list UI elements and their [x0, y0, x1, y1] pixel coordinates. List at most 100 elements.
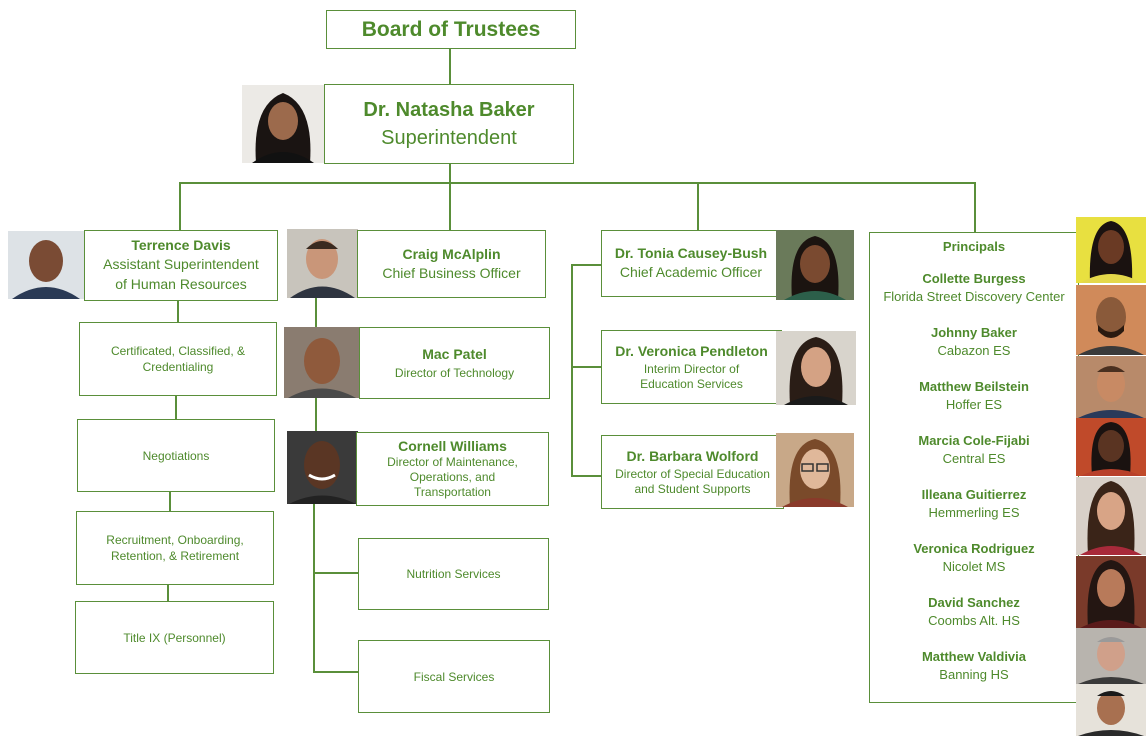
- connector: [175, 395, 177, 419]
- principals-heading: Principals: [942, 239, 1006, 254]
- hr-title-line1: Assistant Superintendent: [103, 256, 259, 272]
- principal-photo: [1076, 684, 1146, 736]
- connector: [177, 301, 179, 323]
- dept-label-line1: Certificated, Classified, &: [110, 344, 246, 358]
- business-dept-nutrition: Nutrition Services: [358, 538, 549, 610]
- principal-school: Nicolet MS: [942, 559, 1006, 574]
- maintenance-title-line2: Operations, and: [409, 470, 496, 484]
- board-label: Board of Trustees: [361, 17, 541, 41]
- principal-school: Hemmerling ES: [928, 505, 1020, 520]
- business-name: Craig McAlplin: [402, 245, 501, 262]
- dept-label-line1: Negotiations: [142, 448, 210, 463]
- connector: [571, 475, 602, 477]
- connector: [169, 491, 171, 511]
- academic-photo: [776, 230, 854, 300]
- education-name: Dr. Veronica Pendleton: [615, 342, 768, 359]
- education-title-line1: Interim Director of: [643, 361, 740, 376]
- principal-item: David Sanchez Coombs Alt. HS: [928, 594, 1020, 648]
- special-title-line2: and Student Supports: [634, 481, 751, 496]
- principals-list: Collette Burgess Florida Street Discover…: [883, 270, 1064, 702]
- superintendent-photo: [242, 85, 324, 163]
- dept-label: Nutrition Services: [406, 567, 501, 581]
- principal-item: Marcia Cole-Fijabi Central ES: [918, 432, 1029, 486]
- hr-dept-credentialing: Certificated, Classified, & Credentialin…: [79, 322, 277, 396]
- dept-label: Fiscal Services: [413, 669, 495, 684]
- dept-label-line1: Title IX (Personnel): [123, 630, 226, 645]
- principal-item: Johnny Baker Cabazon ES: [931, 324, 1017, 378]
- superintendent-name: Dr. Natasha Baker: [363, 99, 535, 121]
- principal-school: Cabazon ES: [937, 343, 1011, 358]
- special-title-line1: Director of Special Education: [615, 466, 770, 481]
- hr-dept-recruitment: Recruitment, Onboarding, Retention, & Re…: [76, 511, 274, 585]
- connector: [313, 504, 315, 672]
- hr-dept-negotiations: Negotiations: [77, 419, 275, 492]
- principal-school: Banning HS: [939, 667, 1009, 682]
- maintenance-photo: [287, 431, 358, 504]
- principals-box: Principals Collette Burgess Florida Stre…: [869, 232, 1079, 703]
- principal-name: Illeana Guitierrez: [921, 487, 1027, 502]
- education-title-line2: Education Services: [640, 376, 743, 391]
- dept-label-line2: Retention, & Retirement: [110, 549, 240, 563]
- principal-school: Hoffer ES: [945, 397, 1003, 412]
- hr-title-line2: of Human Resources: [115, 276, 247, 292]
- hr-box: Terrence Davis Assistant Superintendent …: [84, 230, 278, 301]
- connector: [315, 398, 317, 431]
- principal-school: Florida Street Discovery Center: [883, 289, 1065, 304]
- special-photo: [776, 433, 854, 507]
- connector: [179, 182, 181, 230]
- technology-photo: [284, 327, 360, 398]
- dept-label-line1: Recruitment, Onboarding,: [106, 533, 244, 547]
- principal-item: Collette Burgess Florida Street Discover…: [883, 270, 1064, 324]
- maintenance-name: Cornell Williams: [398, 438, 507, 454]
- hr-dept-title-ix: Title IX (Personnel): [75, 601, 274, 674]
- superintendent-title: Superintendent: [381, 127, 517, 149]
- board-of-trustees-box: Board of Trustees: [326, 10, 576, 49]
- connector: [167, 584, 169, 602]
- principal-photo: [1076, 217, 1146, 283]
- academic-box: Dr. Tonia Causey-Bush Chief Academic Off…: [601, 230, 781, 297]
- principal-name: Veronica Rodriguez: [913, 541, 1035, 556]
- principal-name: Matthew Beilstein: [919, 379, 1029, 394]
- principal-item: Veronica Rodriguez Nicolet MS: [913, 540, 1034, 594]
- maintenance-title-line1: Director of Maintenance,: [387, 455, 518, 469]
- hr-name: Terrence Davis: [131, 237, 231, 253]
- principal-name: Collette Burgess: [922, 271, 1026, 286]
- principal-name: Johnny Baker: [931, 325, 1017, 340]
- principal-name: Matthew Valdivia: [921, 649, 1027, 664]
- connector: [449, 48, 451, 85]
- maintenance-title-line3: Transportation: [414, 485, 491, 499]
- special-box: Dr. Barbara Wolford Director of Special …: [601, 435, 784, 509]
- connector: [179, 182, 975, 184]
- connector: [697, 182, 699, 230]
- connector: [315, 298, 317, 328]
- principal-photo: [1076, 628, 1146, 684]
- academic-title: Chief Academic Officer: [619, 264, 763, 280]
- business-dept-fiscal: Fiscal Services: [358, 640, 550, 713]
- education-photo: [776, 331, 856, 405]
- connector: [449, 182, 451, 230]
- principal-school: Central ES: [942, 451, 1006, 466]
- principal-name: Marcia Cole-Fijabi: [918, 433, 1030, 448]
- hr-photo: [8, 231, 84, 299]
- principal-photo: [1076, 556, 1146, 628]
- connector: [571, 264, 602, 266]
- technology-title: Director of Technology: [394, 365, 515, 380]
- principal-item: Matthew Beilstein Hoffer ES: [919, 378, 1029, 432]
- principal-name: David Sanchez: [928, 595, 1020, 610]
- dept-label-line2: Credentialing: [142, 360, 214, 374]
- principal-item: Matthew Valdivia Banning HS: [922, 648, 1026, 702]
- technology-box: Mac Patel Director of Technology: [359, 327, 550, 399]
- connector: [974, 182, 976, 232]
- connector: [449, 163, 451, 183]
- business-box: Craig McAlplin Chief Business Officer: [357, 230, 546, 298]
- special-name: Dr. Barbara Wolford: [626, 447, 759, 464]
- principal-photo: [1076, 477, 1146, 555]
- connector: [571, 366, 602, 368]
- maintenance-box: Cornell Williams Director of Maintenance…: [356, 432, 549, 506]
- connector: [313, 671, 358, 673]
- principal-school: Coombs Alt. HS: [928, 613, 1020, 628]
- business-title: Chief Business Officer: [382, 264, 521, 281]
- principal-photo: [1076, 356, 1146, 418]
- connector: [571, 264, 573, 476]
- connector: [313, 572, 358, 574]
